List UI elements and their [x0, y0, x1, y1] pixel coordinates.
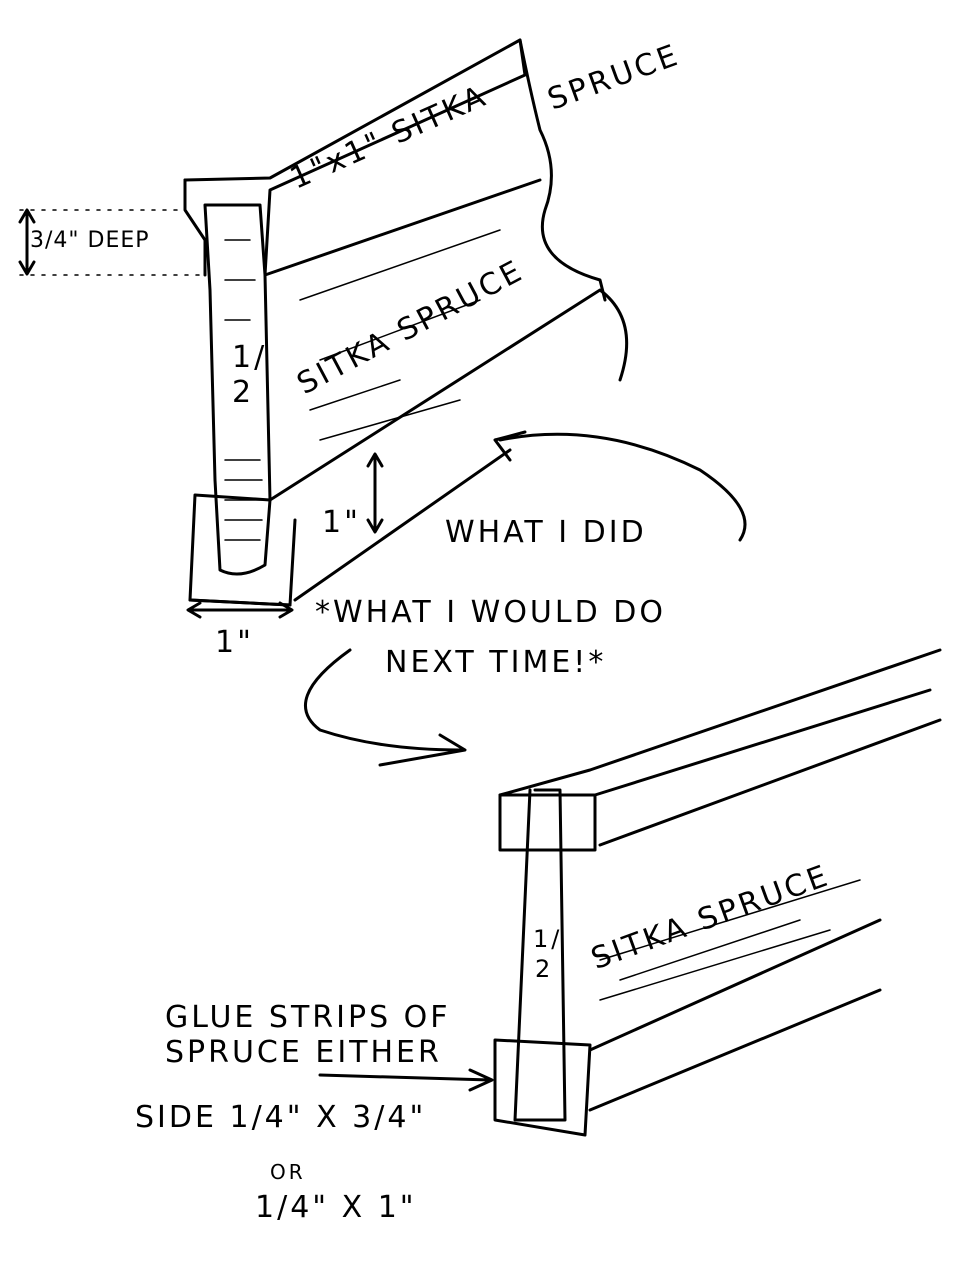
what-i-did-caption: WHAT I DID: [445, 515, 647, 550]
width-label: 1": [215, 625, 254, 660]
glue-note-5: 1/4" X 1": [255, 1190, 417, 1225]
bottom-web-thickness-bottom: 2: [535, 955, 554, 983]
next-time-caption-1: *WHAT I WOULD DO: [315, 595, 666, 630]
glue-note-or: OR: [270, 1160, 306, 1184]
depth-label: 3/4" DEEP: [30, 228, 150, 253]
height-label: 1": [322, 505, 361, 540]
bottom-i-beam-sketch: [318, 648, 942, 1137]
next-time-arrow: [303, 648, 467, 767]
glue-note-1: GLUE STRIPS OF: [165, 1000, 451, 1035]
top-i-beam-sketch: [18, 38, 747, 619]
web-thickness-bottom: 2: [232, 375, 255, 410]
next-time-caption-2: NEXT TIME!*: [385, 645, 607, 680]
glue-note-2: SPRUCE EITHER: [165, 1035, 442, 1070]
glue-note-3: SIDE 1/4" X 3/4": [135, 1100, 427, 1135]
web-thickness-top: 1/: [232, 340, 268, 375]
bottom-web-thickness-top: 1/: [533, 925, 563, 953]
